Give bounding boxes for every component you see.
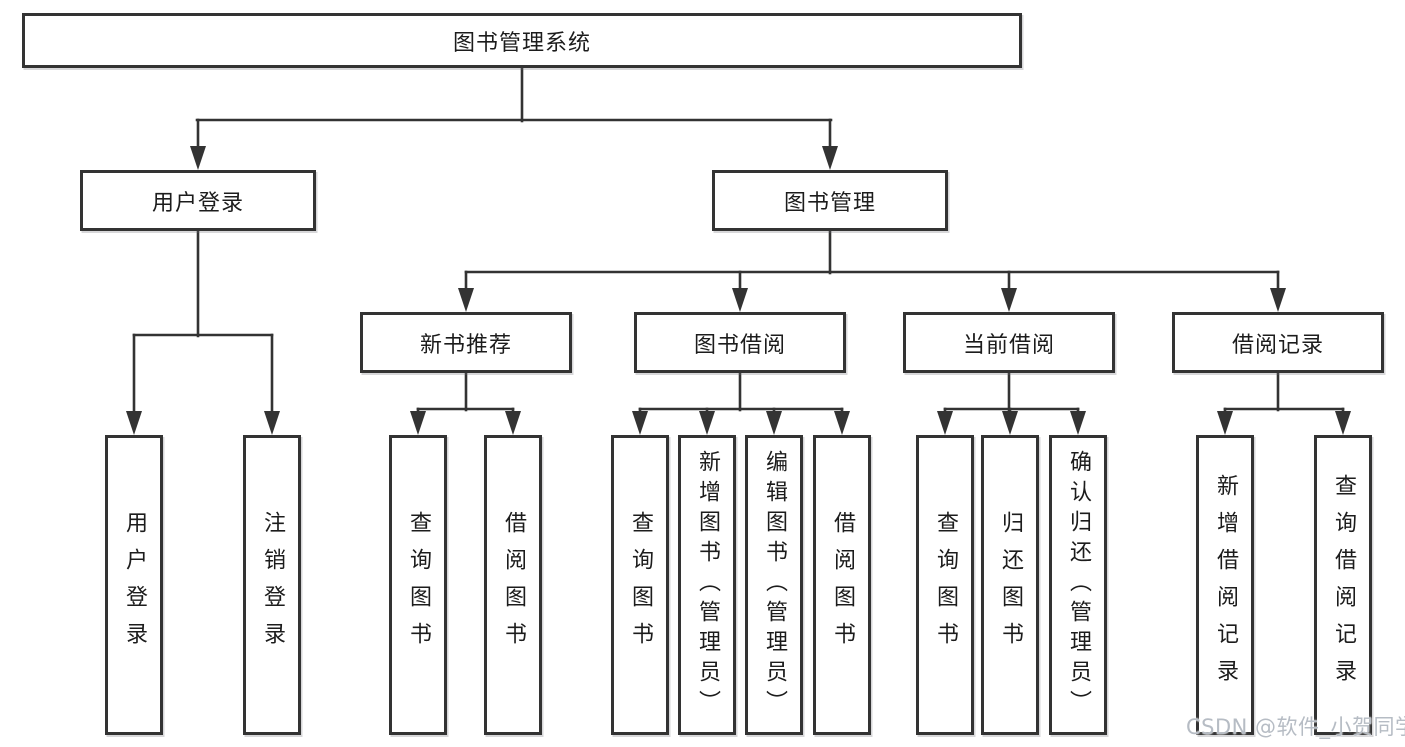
leaf-logout-label: 注销登录	[260, 511, 285, 659]
leaf-query-books-current-label: 查询图书	[933, 511, 958, 659]
leaf-edit-book-admin: 编辑图书（管理员）	[745, 435, 803, 735]
leaf-add-book-admin: 新增图书（管理员）	[678, 435, 736, 735]
leaf-query-books-borrow-label: 查询图书	[628, 511, 653, 659]
leaf-edit-book-admin-label: 编辑图书（管理员）	[762, 450, 787, 720]
leaf-add-book-admin-label: 新增图书（管理员）	[695, 450, 720, 720]
leaf-borrow-books-recommend-label: 借阅图书	[501, 511, 526, 659]
leaf-add-borrow-record-label: 新增借阅记录	[1213, 474, 1238, 696]
connector-borrow-records	[1217, 371, 1351, 435]
leaf-borrow-books-recommend: 借阅图书	[484, 435, 542, 735]
leaf-logout: 注销登录	[243, 435, 301, 735]
csdn-watermark: CSDN @软件_小贺同学	[1186, 715, 1405, 739]
leaf-query-borrow-record: 查询借阅记录	[1314, 435, 1372, 735]
node-new-book-recommend: 新书推荐	[360, 312, 572, 373]
leaf-query-books-recommend: 查询图书	[389, 435, 447, 735]
node-borrow-records: 借阅记录	[1172, 312, 1384, 373]
leaf-query-books-current: 查询图书	[916, 435, 974, 735]
leaf-return-book: 归还图书	[981, 435, 1039, 735]
leaf-confirm-return-admin-label: 确认归还（管理员）	[1066, 450, 1091, 720]
node-book-borrow: 图书借阅	[634, 312, 846, 373]
leaf-borrow-books: 借阅图书	[813, 435, 871, 735]
connector-root	[190, 66, 838, 170]
leaf-add-borrow-record: 新增借阅记录	[1196, 435, 1254, 735]
leaf-return-book-label: 归还图书	[998, 511, 1023, 659]
leaf-borrow-books-label: 借阅图书	[830, 511, 855, 659]
connector-new-book-recommend	[410, 371, 521, 435]
connector-current-borrow	[937, 371, 1086, 435]
leaf-query-books-borrow: 查询图书	[611, 435, 669, 735]
leaf-user-login-label: 用户登录	[122, 511, 147, 659]
connector-book-borrow	[632, 371, 850, 435]
node-book-management: 图书管理	[712, 170, 948, 231]
leaf-confirm-return-admin: 确认归还（管理员）	[1049, 435, 1107, 735]
leaf-query-books-recommend-label: 查询图书	[406, 511, 431, 659]
connector-book-management	[458, 229, 1286, 312]
leaf-query-borrow-record-label: 查询借阅记录	[1331, 474, 1356, 696]
connector-user-login	[126, 229, 280, 435]
node-user-login: 用户登录	[80, 170, 316, 231]
node-root: 图书管理系统	[22, 13, 1022, 68]
leaf-user-login: 用户登录	[105, 435, 163, 735]
node-current-borrow: 当前借阅	[903, 312, 1115, 373]
